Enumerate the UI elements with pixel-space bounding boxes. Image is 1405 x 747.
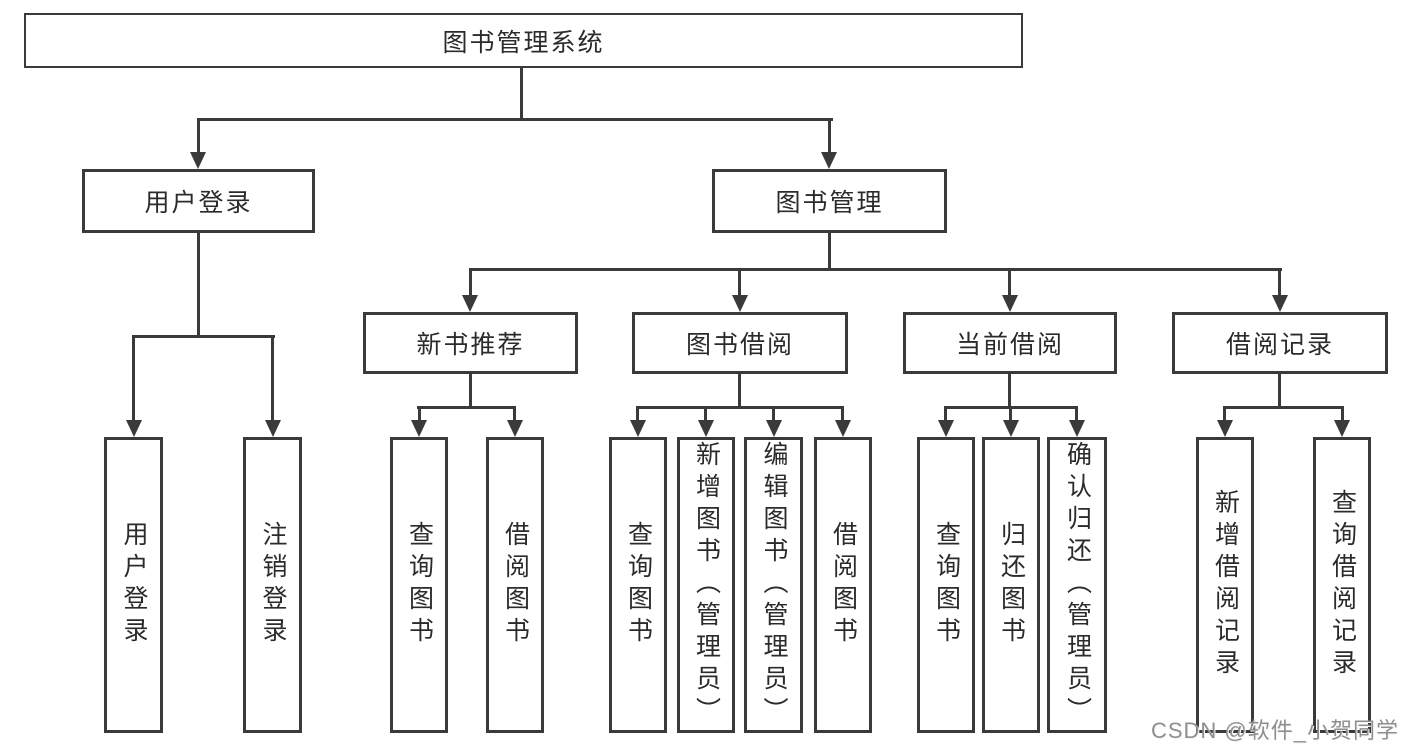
connector-stem: [1278, 268, 1281, 298]
leaf-add-borrow-record: 新增借阅记录: [1196, 437, 1254, 733]
leaf-logout: 注销登录: [243, 437, 302, 733]
arrow-down-icon: [1003, 420, 1019, 437]
leaf-query-borrow-record: 查询借阅记录: [1313, 437, 1371, 733]
connector-stem: [828, 118, 831, 156]
leaf-return-books: 归还图书: [982, 437, 1040, 733]
leaf-edit-books-admin: 编辑图书（管理员）: [744, 437, 803, 733]
connector-vertical: [197, 233, 200, 337]
arrow-down-icon: [698, 420, 714, 437]
connector-stem: [132, 335, 135, 423]
arrow-down-icon: [1272, 295, 1288, 312]
arrow-down-icon: [265, 420, 281, 437]
arrow-down-icon: [1069, 420, 1085, 437]
connector-stem: [197, 118, 200, 156]
leaf-borrow-books: 借阅图书: [814, 437, 872, 733]
arrow-down-icon: [507, 420, 523, 437]
connector-stem: [1075, 406, 1078, 423]
connector-stem: [772, 406, 775, 423]
node-borrow-record: 借阅记录: [1172, 312, 1388, 374]
connector-vertical: [469, 374, 472, 408]
connector-stem: [1223, 406, 1226, 423]
connector-root-horizontal: [197, 118, 833, 121]
connector-root-vertical: [520, 68, 523, 120]
node-book-management: 图书管理: [712, 169, 947, 233]
connector-stem: [704, 406, 707, 423]
node-user-login: 用户登录: [82, 169, 315, 233]
arrow-down-icon: [732, 295, 748, 312]
connector-vertical: [1008, 374, 1011, 408]
connector-stem: [271, 335, 274, 423]
leaf-query-books-current: 查询图书: [917, 437, 975, 733]
connector-stem: [738, 268, 741, 298]
connector-stem: [1341, 406, 1344, 423]
connector-horizontal: [469, 268, 1282, 271]
connector-stem: [418, 406, 421, 423]
leaf-add-books-admin: 新增图书（管理员）: [677, 437, 735, 733]
node-book-borrow: 图书借阅: [632, 312, 848, 374]
connector-horizontal: [637, 406, 844, 409]
arrow-down-icon: [126, 420, 142, 437]
arrow-down-icon: [411, 420, 427, 437]
arrow-down-icon: [1217, 420, 1233, 437]
leaf-confirm-return-admin: 确认归还（管理员）: [1047, 437, 1107, 733]
arrow-down-icon: [1334, 420, 1350, 437]
connector-vertical: [828, 233, 831, 271]
connector-vertical: [738, 374, 741, 408]
csdn-watermark: CSDN @软件_小贺同学: [1150, 718, 1399, 743]
arrow-down-icon: [190, 152, 206, 169]
connector-horizontal: [132, 335, 275, 338]
arrow-down-icon: [462, 295, 478, 312]
connector-stem: [841, 406, 844, 423]
arrow-down-icon: [766, 420, 782, 437]
connector-stem: [1008, 268, 1011, 298]
node-new-book-recommend: 新书推荐: [363, 312, 578, 374]
connector-vertical: [1278, 374, 1281, 408]
connector-stem: [1009, 406, 1012, 423]
connector-horizontal: [1223, 406, 1343, 409]
arrow-down-icon: [835, 420, 851, 437]
arrow-down-icon: [821, 152, 837, 169]
connector-stem: [636, 406, 639, 423]
node-current-borrow: 当前借阅: [903, 312, 1117, 374]
arrow-down-icon: [630, 420, 646, 437]
arrow-down-icon: [938, 420, 954, 437]
connector-horizontal: [417, 406, 516, 409]
connector-stem: [469, 268, 472, 298]
connector-stem: [944, 406, 947, 423]
leaf-borrow-books-newrec: 借阅图书: [486, 437, 544, 733]
leaf-query-books-newrec: 查询图书: [390, 437, 448, 733]
leaf-query-books-borrow: 查询图书: [609, 437, 667, 733]
arrow-down-icon: [1002, 295, 1018, 312]
leaf-user-login: 用户登录: [104, 437, 163, 733]
node-root: 图书管理系统: [24, 13, 1023, 68]
connector-stem: [513, 406, 516, 423]
